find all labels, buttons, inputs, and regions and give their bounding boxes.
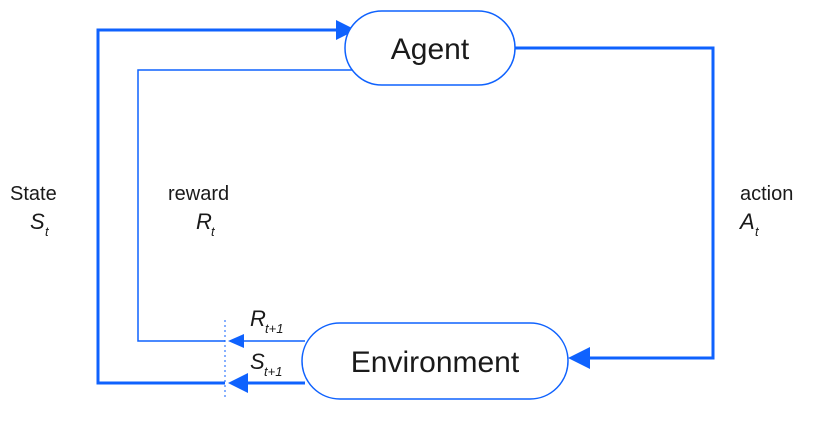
- state-arrowhead: [336, 20, 356, 40]
- action-subscript: t: [755, 224, 760, 239]
- environment-box: [301, 322, 569, 400]
- action-symbol: A: [738, 209, 755, 234]
- action-line: [515, 46, 715, 360]
- environment-node: Environment: [301, 322, 569, 400]
- state-subscript: t: [45, 224, 50, 239]
- reward-label: reward: [168, 183, 229, 205]
- next-reward-label-group: R t+1: [250, 306, 283, 336]
- state-line: [96, 28, 340, 385]
- state-label-group: State S t: [10, 183, 57, 239]
- agent-node: Agent: [344, 10, 516, 86]
- next-reward-subscript: t+1: [265, 321, 283, 336]
- action-label: action: [740, 183, 793, 205]
- reward-label-group: reward R t: [168, 183, 229, 239]
- reward-symbol: R: [196, 209, 212, 234]
- state-label: State: [10, 183, 57, 205]
- next-state-symbol: S: [250, 349, 265, 374]
- reward-line: [137, 69, 358, 342]
- agent-label: Agent: [391, 33, 470, 66]
- next-reward-symbol: R: [250, 306, 266, 331]
- reward-subscript: t: [211, 224, 216, 239]
- agent-box: [344, 10, 516, 86]
- environment-label: Environment: [351, 346, 520, 379]
- next-state-label-group: S t+1: [250, 349, 282, 379]
- next-state-subscript: t+1: [264, 364, 282, 379]
- action-label-group: action A t: [738, 183, 793, 239]
- action-arrowhead: [568, 347, 590, 369]
- state-symbol: S: [30, 209, 45, 234]
- next-state-arrowhead: [228, 373, 248, 393]
- next-reward-arrowhead: [228, 334, 244, 348]
